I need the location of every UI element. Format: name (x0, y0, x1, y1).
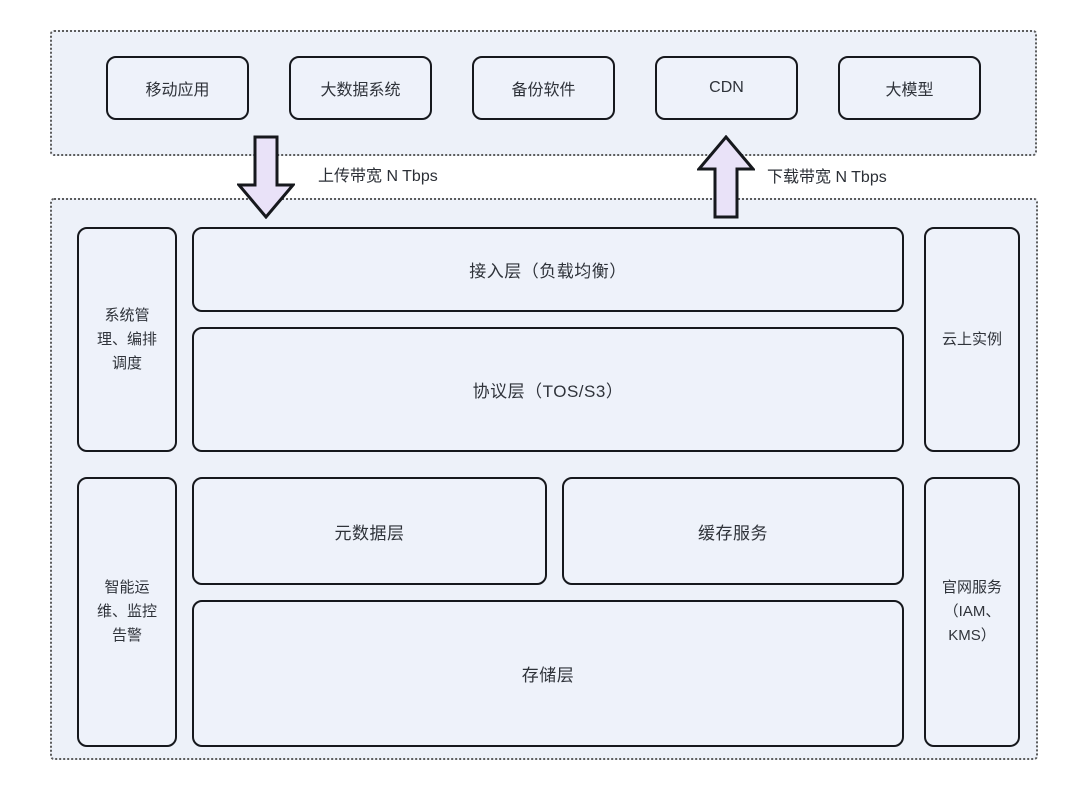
download-up-arrow-icon (697, 135, 755, 219)
box-label: 云上实例 (941, 330, 1002, 348)
box-label: 元数据层 (334, 523, 405, 543)
client-box-label: 移动应用 (145, 82, 210, 99)
client-box-llm: 大模型 (838, 56, 981, 120)
platform-zone: 系统管理、编排调度 接入层（负载均衡） 协议层（TOS/S3） 云上实例 智能运… (50, 198, 1038, 760)
box-system-management: 系统管理、编排调度 (77, 227, 177, 452)
client-box-label: 备份软件 (511, 82, 576, 99)
box-access-layer: 接入层（负载均衡） (192, 227, 904, 312)
clients-zone: 移动应用 大数据系统 备份软件 CDN 大模型 (50, 30, 1037, 156)
box-cache-service: 缓存服务 (562, 477, 904, 585)
box-label: 系统管理、编排调度 (96, 306, 157, 372)
box-metadata-layer: 元数据层 (192, 477, 547, 585)
download-bandwidth-label: 下载带宽 N Tbps (767, 169, 887, 186)
client-box-cdn: CDN (655, 56, 798, 120)
box-label: 智能运维、监控告警 (96, 579, 157, 644)
upload-bandwidth-label: 上传带宽 N Tbps (318, 168, 438, 185)
upload-down-arrow-icon (237, 135, 295, 219)
client-box-label: 大数据系统 (320, 82, 401, 99)
client-box-backup: 备份软件 (472, 56, 615, 120)
client-box-bigdata: 大数据系统 (289, 56, 432, 120)
box-label: 协议层（TOS/S3） (472, 382, 624, 401)
box-storage-layer: 存储层 (192, 600, 904, 747)
box-protocol-layer: 协议层（TOS/S3） (192, 327, 904, 452)
client-box-label: 大模型 (885, 82, 934, 99)
box-label: 官网服务（IAM、KMS） (941, 579, 1002, 644)
client-box-mobile-app: 移动应用 (106, 56, 249, 120)
box-label: 缓存服务 (698, 523, 768, 543)
box-label: 接入层（负载均衡） (469, 262, 627, 281)
client-box-label: CDN (709, 79, 744, 96)
box-website-services: 官网服务（IAM、KMS） (924, 477, 1020, 747)
box-label: 存储层 (521, 666, 575, 685)
box-intelligent-ops: 智能运维、监控告警 (77, 477, 177, 747)
box-cloud-instances: 云上实例 (924, 227, 1020, 452)
